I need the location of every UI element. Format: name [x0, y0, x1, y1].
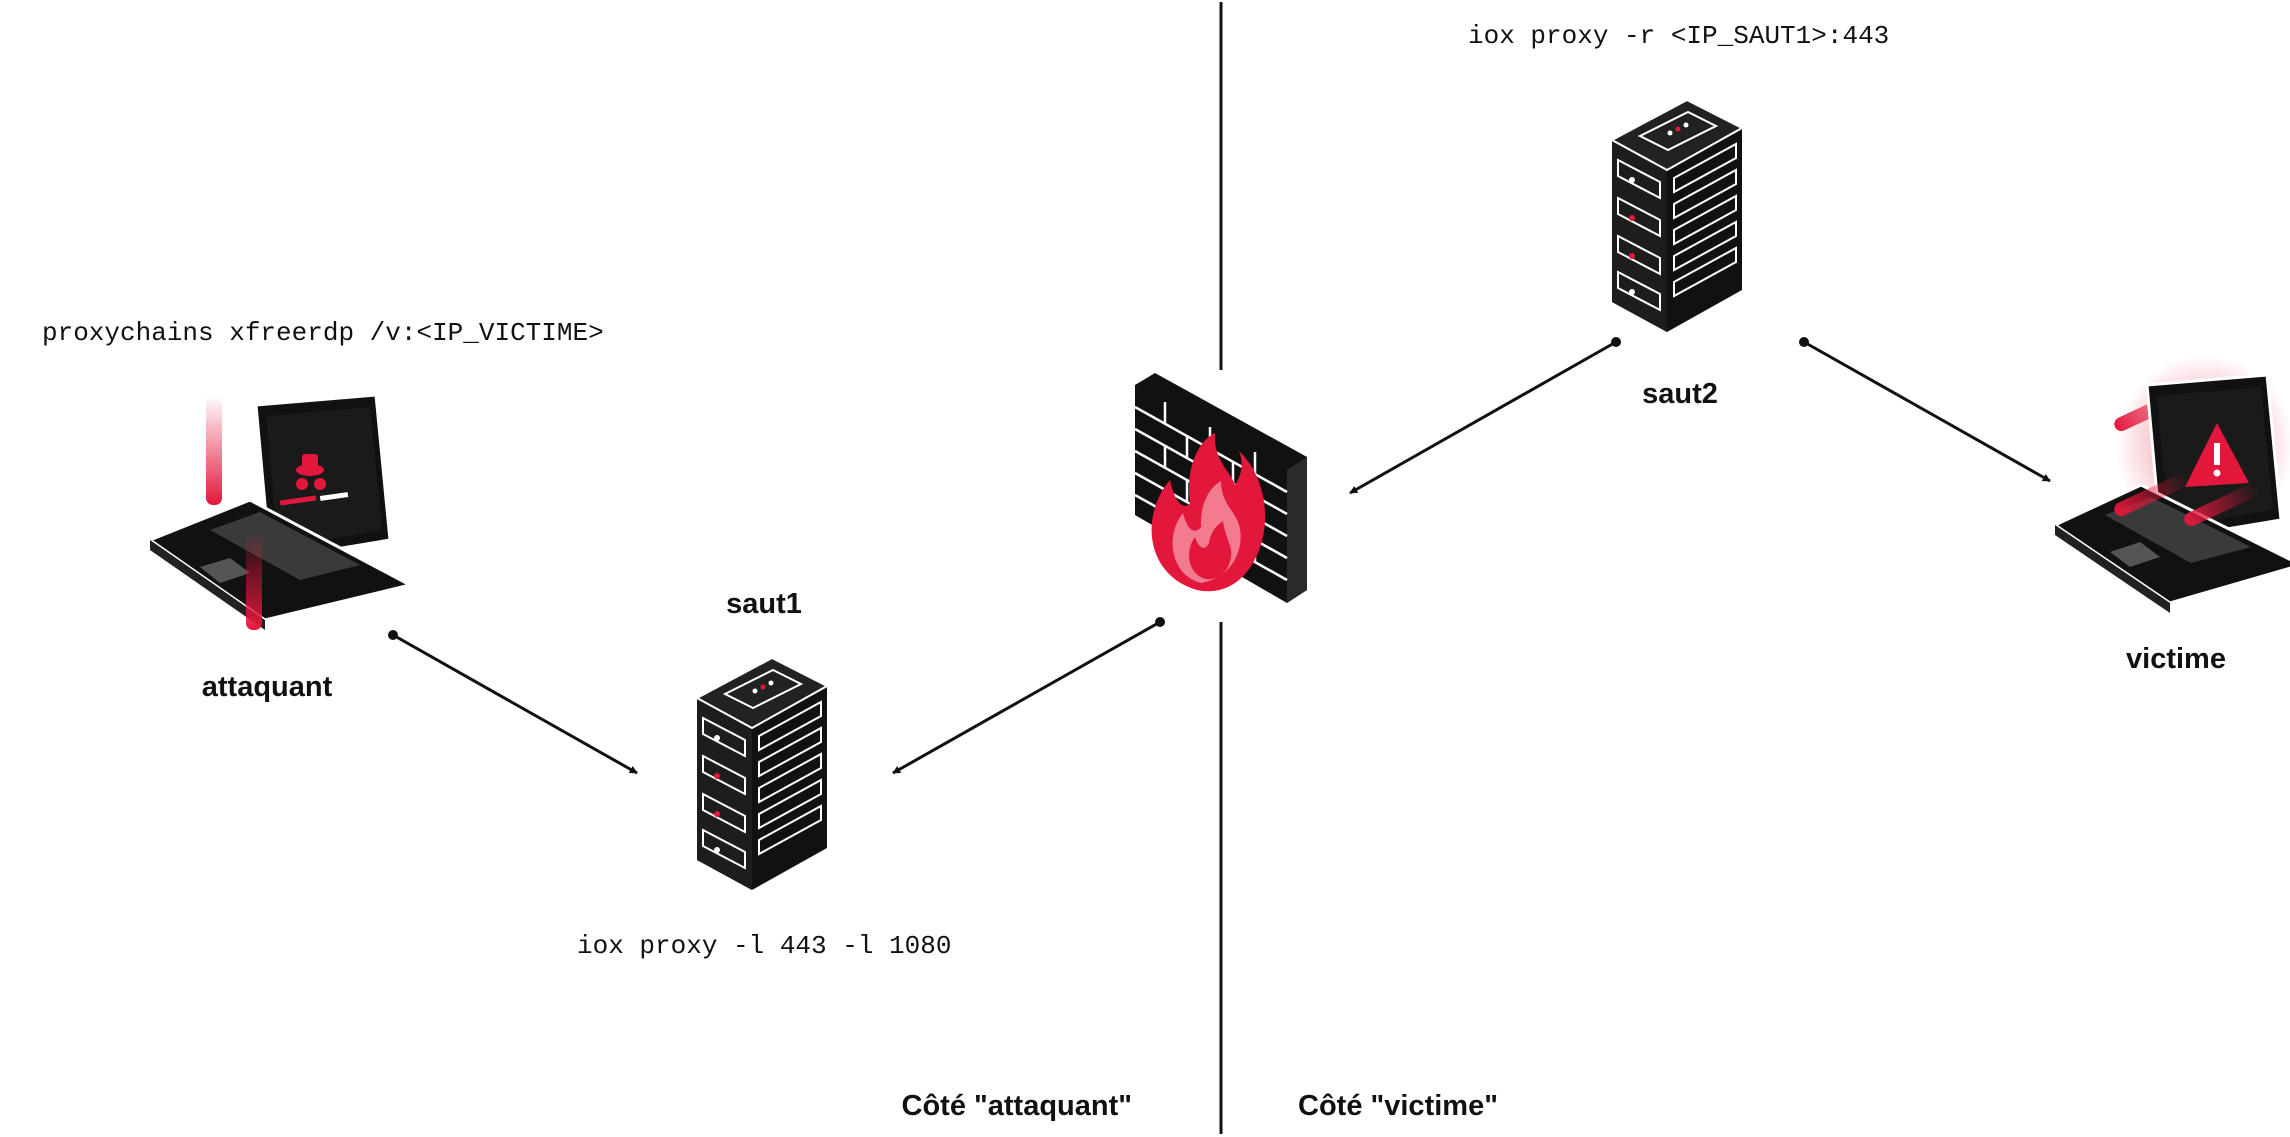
- attaquant-command: proxychains xfreerdp /v:<IP_VICTIME>: [42, 318, 604, 348]
- zone-label-victim: Côté "victime": [1298, 1090, 1498, 1122]
- attaquant-label: attaquant: [202, 671, 333, 703]
- saut2-command: iox proxy -r <IP_SAUT1>:443: [1468, 21, 1889, 51]
- connection-saut2-to-firewall: [1349, 337, 1621, 495]
- saut2-label: saut2: [1642, 378, 1718, 410]
- connection-attaquant-to-saut1: [388, 630, 638, 775]
- firewall-icon: [1134, 373, 1307, 603]
- saut1-command: iox proxy -l 443 -l 1080: [577, 931, 951, 961]
- victime-label: victime: [2126, 643, 2226, 675]
- zone-label-attacker: Côté "attaquant": [902, 1090, 1133, 1122]
- server-rack-icon-saut1: [694, 656, 830, 890]
- connection-firewall-to-saut1: [892, 617, 1165, 775]
- saut1-label: saut1: [726, 588, 802, 620]
- connection-saut2-to-victime: [1799, 337, 2051, 483]
- server-rack-icon-saut2: [1609, 98, 1745, 332]
- hacker-laptop-icon: [146, 393, 415, 630]
- alert-laptop-icon: [2051, 355, 2290, 613]
